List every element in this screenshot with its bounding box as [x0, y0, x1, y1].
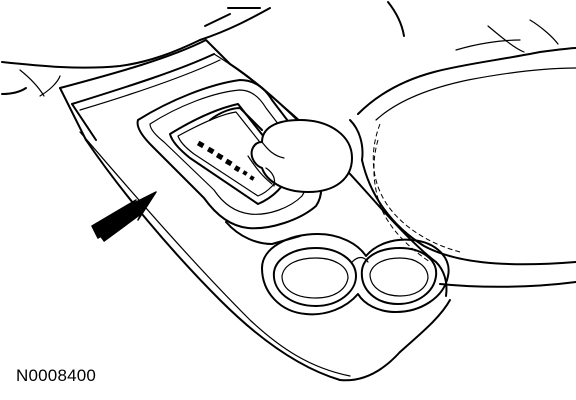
pointer-arrow-icon	[91, 191, 157, 242]
shifter-bezel	[136, 79, 323, 245]
cup-holders	[261, 233, 450, 316]
dashboard-edge	[1, 1, 405, 97]
figure-code: N0008400	[16, 366, 97, 385]
shift-knob	[247, 119, 353, 193]
seat-cushion	[349, 19, 576, 297]
